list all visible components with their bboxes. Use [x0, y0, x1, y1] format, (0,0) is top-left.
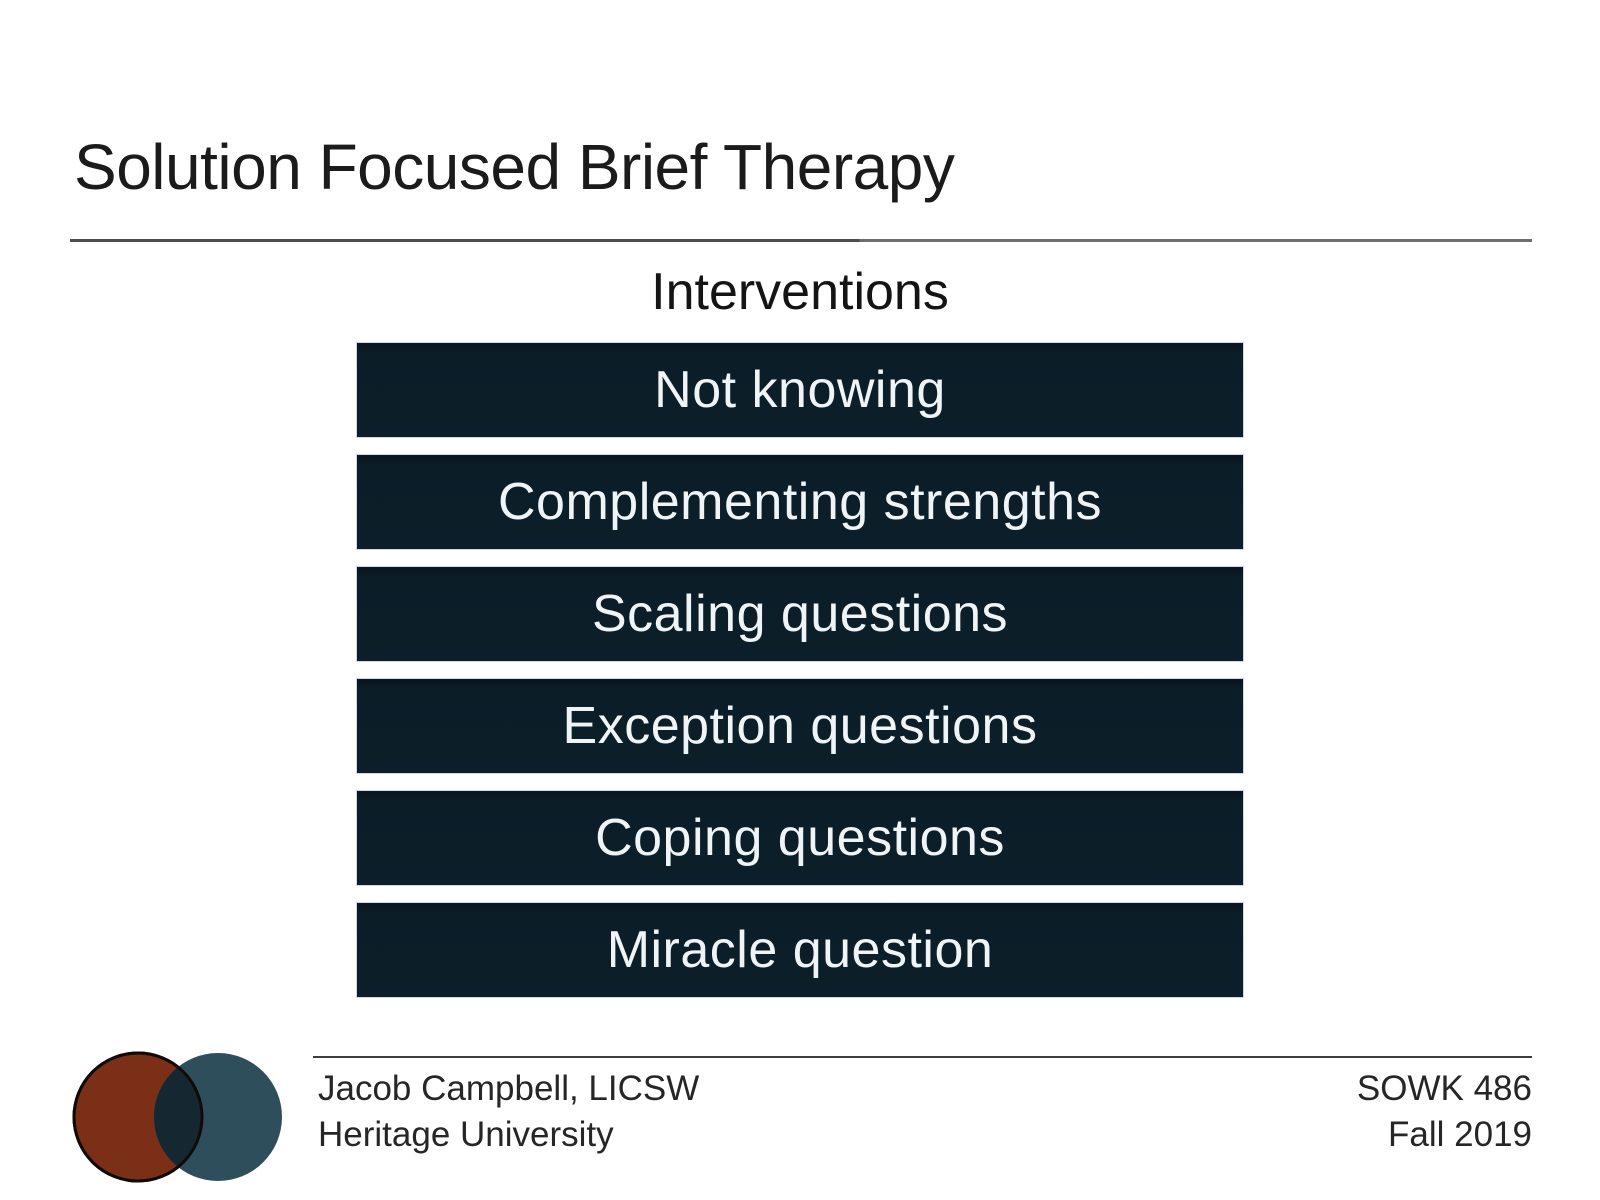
title-divider-line — [70, 239, 1532, 242]
list-item: Exception questions — [357, 679, 1243, 773]
list-item-label: Miracle question — [606, 921, 994, 979]
overlapping-circles-logo-icon — [72, 1051, 282, 1183]
list-item: Coping questions — [357, 791, 1243, 885]
section-heading: Interventions — [651, 263, 949, 321]
footer-term: Fall 2019 — [1388, 1115, 1532, 1154]
list-item: Miracle question — [357, 903, 1243, 997]
list-item-label: Coping questions — [595, 809, 1005, 867]
list-item-label: Exception questions — [562, 697, 1038, 755]
footer-institution: Heritage University — [318, 1115, 614, 1154]
footer-author: Jacob Campbell, LICSW — [318, 1069, 700, 1108]
footer-author-block: Jacob Campbell, LICSW Heritage Universit… — [318, 1066, 699, 1158]
interventions-list: Not knowing Complementing strengths Scal… — [357, 343, 1243, 1015]
list-item-label: Not knowing — [654, 361, 946, 419]
slide-title: Solution Focused Brief Therapy — [74, 131, 955, 203]
list-item-label: Scaling questions — [591, 585, 1009, 643]
list-item: Complementing strengths — [357, 455, 1243, 549]
list-item: Scaling questions — [357, 567, 1243, 661]
footer-divider-line — [313, 1056, 1532, 1058]
list-item: Not knowing — [357, 343, 1243, 437]
footer-course-block: SOWK 486 Fall 2019 — [1357, 1066, 1532, 1158]
list-item-label: Complementing strengths — [497, 473, 1102, 531]
footer-course: SOWK 486 — [1356, 1069, 1532, 1108]
